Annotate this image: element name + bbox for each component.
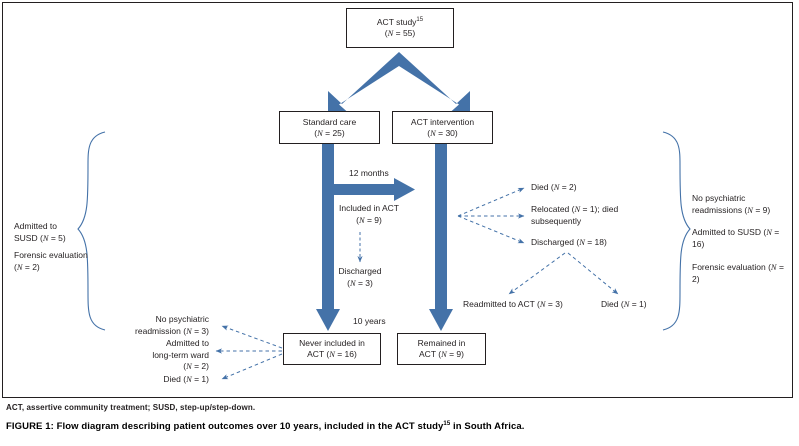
relocated-line1: Relocated (N = 1); died bbox=[531, 204, 619, 214]
right-admitted-susd-line2: SUSD (N = 16) bbox=[692, 227, 780, 249]
relocated-line2: subsequently bbox=[531, 215, 582, 226]
node-standard-care[interactable]: Standard care (N = 25) bbox=[279, 111, 380, 144]
right-no-psych-line2: readmissions (N = 9) bbox=[692, 204, 771, 215]
label-right-admitted-susd-16: Admitted to SUSD (N = 16) bbox=[692, 227, 792, 250]
label-admitted-long-term-ward-2: Admitted to long-term ward (N = 2) bbox=[96, 338, 209, 373]
label-left-admitted-susd-5: Admitted to SUSD (N = 5) bbox=[14, 221, 94, 244]
label-died-1-right: Died (N = 1) bbox=[601, 299, 647, 309]
act-study-line1: ACT study15 bbox=[376, 17, 424, 27]
admitted-long-term-line1: Admitted to bbox=[166, 338, 209, 348]
node-act-study[interactable]: ACT study15 (N = 55) bbox=[346, 8, 454, 48]
abbreviations-footnote: ACT, assertive community treatment; SUSD… bbox=[6, 403, 256, 412]
label-12-months: 12 months bbox=[349, 168, 389, 178]
right-forensic-line2: evaluation (N = 2) bbox=[692, 262, 784, 284]
included-in-act-line2: (N = 9) bbox=[356, 214, 382, 225]
never-included-line1: Never included in bbox=[299, 338, 365, 348]
node-remained-in-act[interactable]: Remained in ACT (N = 9) bbox=[397, 333, 486, 365]
standard-care-line1: Standard care bbox=[302, 116, 357, 127]
act-study-ref: 15 bbox=[416, 17, 424, 24]
label-no-psychiatric-readmission-3: No psychiatric readmission (N = 3) bbox=[96, 314, 209, 337]
act-study-line2: (N = 55) bbox=[384, 28, 416, 38]
discharged-mid-line2: (N = 3) bbox=[347, 277, 373, 288]
no-psych-readmission-line2: readmission (N = 3) bbox=[135, 325, 209, 336]
label-included-in-act: Included in ACT (N = 9) bbox=[330, 203, 408, 226]
act-intervention-line1: ACT intervention bbox=[410, 116, 475, 127]
label-readmitted-to-act-3: Readmitted to ACT (N = 3) bbox=[463, 299, 563, 309]
label-right-forensic-evaluation-2: Forensic evaluation (N = 2) bbox=[692, 262, 792, 285]
left-forensic-line2: evaluation (N = 2) bbox=[14, 250, 88, 272]
right-admitted-susd-line1: Admitted to bbox=[692, 227, 735, 237]
left-forensic-line1: Forensic bbox=[14, 250, 47, 260]
right-forensic-line1: Forensic bbox=[692, 262, 725, 272]
discharged-mid-line1: Discharged bbox=[338, 266, 382, 276]
caption-suffix: in South Africa. bbox=[450, 421, 525, 432]
caption-ref: 15 bbox=[443, 420, 451, 427]
never-included-line2: ACT (N = 16) bbox=[307, 349, 357, 359]
node-never-included-in-act[interactable]: Never included in ACT (N = 16) bbox=[283, 333, 381, 365]
left-admitted-susd-line1: Admitted to bbox=[14, 221, 57, 231]
left-admitted-susd-line2: SUSD (N = 5) bbox=[14, 232, 66, 243]
label-10-years: 10 years bbox=[353, 316, 386, 326]
remained-in-act-line2: ACT (N = 9) bbox=[419, 349, 464, 359]
label-relocated-died-subsequently: Relocated (N = 1); died subsequently bbox=[531, 204, 656, 227]
label-died-2: Died (N = 2) bbox=[531, 182, 577, 192]
no-psych-readmission-line1: No psychiatric bbox=[155, 314, 209, 324]
admitted-long-term-line2: long-term ward bbox=[152, 349, 209, 360]
label-right-no-psychiatric-readmissions-9: No psychiatric readmissions (N = 9) bbox=[692, 193, 792, 216]
label-discharged-mid: Discharged (N = 3) bbox=[330, 266, 390, 289]
act-intervention-line2: (N = 30) bbox=[427, 127, 458, 138]
caption-prefix: FIGURE 1: Flow diagram describing patien… bbox=[6, 421, 444, 432]
included-in-act-line1: Included in ACT bbox=[338, 203, 399, 213]
label-discharged-18: Discharged (N = 18) bbox=[531, 237, 607, 247]
admitted-long-term-line3: (N = 2) bbox=[183, 361, 209, 371]
node-act-intervention[interactable]: ACT intervention (N = 30) bbox=[392, 111, 493, 144]
remained-in-act-line1: Remained in bbox=[417, 338, 466, 348]
label-left-forensic-evaluation-2: Forensic evaluation (N = 2) bbox=[14, 250, 94, 273]
label-died-1-left: Died (N = 1) bbox=[163, 374, 209, 384]
standard-care-line2: (N = 25) bbox=[314, 127, 345, 138]
right-no-psych-line1: No psychiatric bbox=[692, 193, 746, 203]
figure-caption: FIGURE 1: Flow diagram describing patien… bbox=[6, 421, 524, 432]
